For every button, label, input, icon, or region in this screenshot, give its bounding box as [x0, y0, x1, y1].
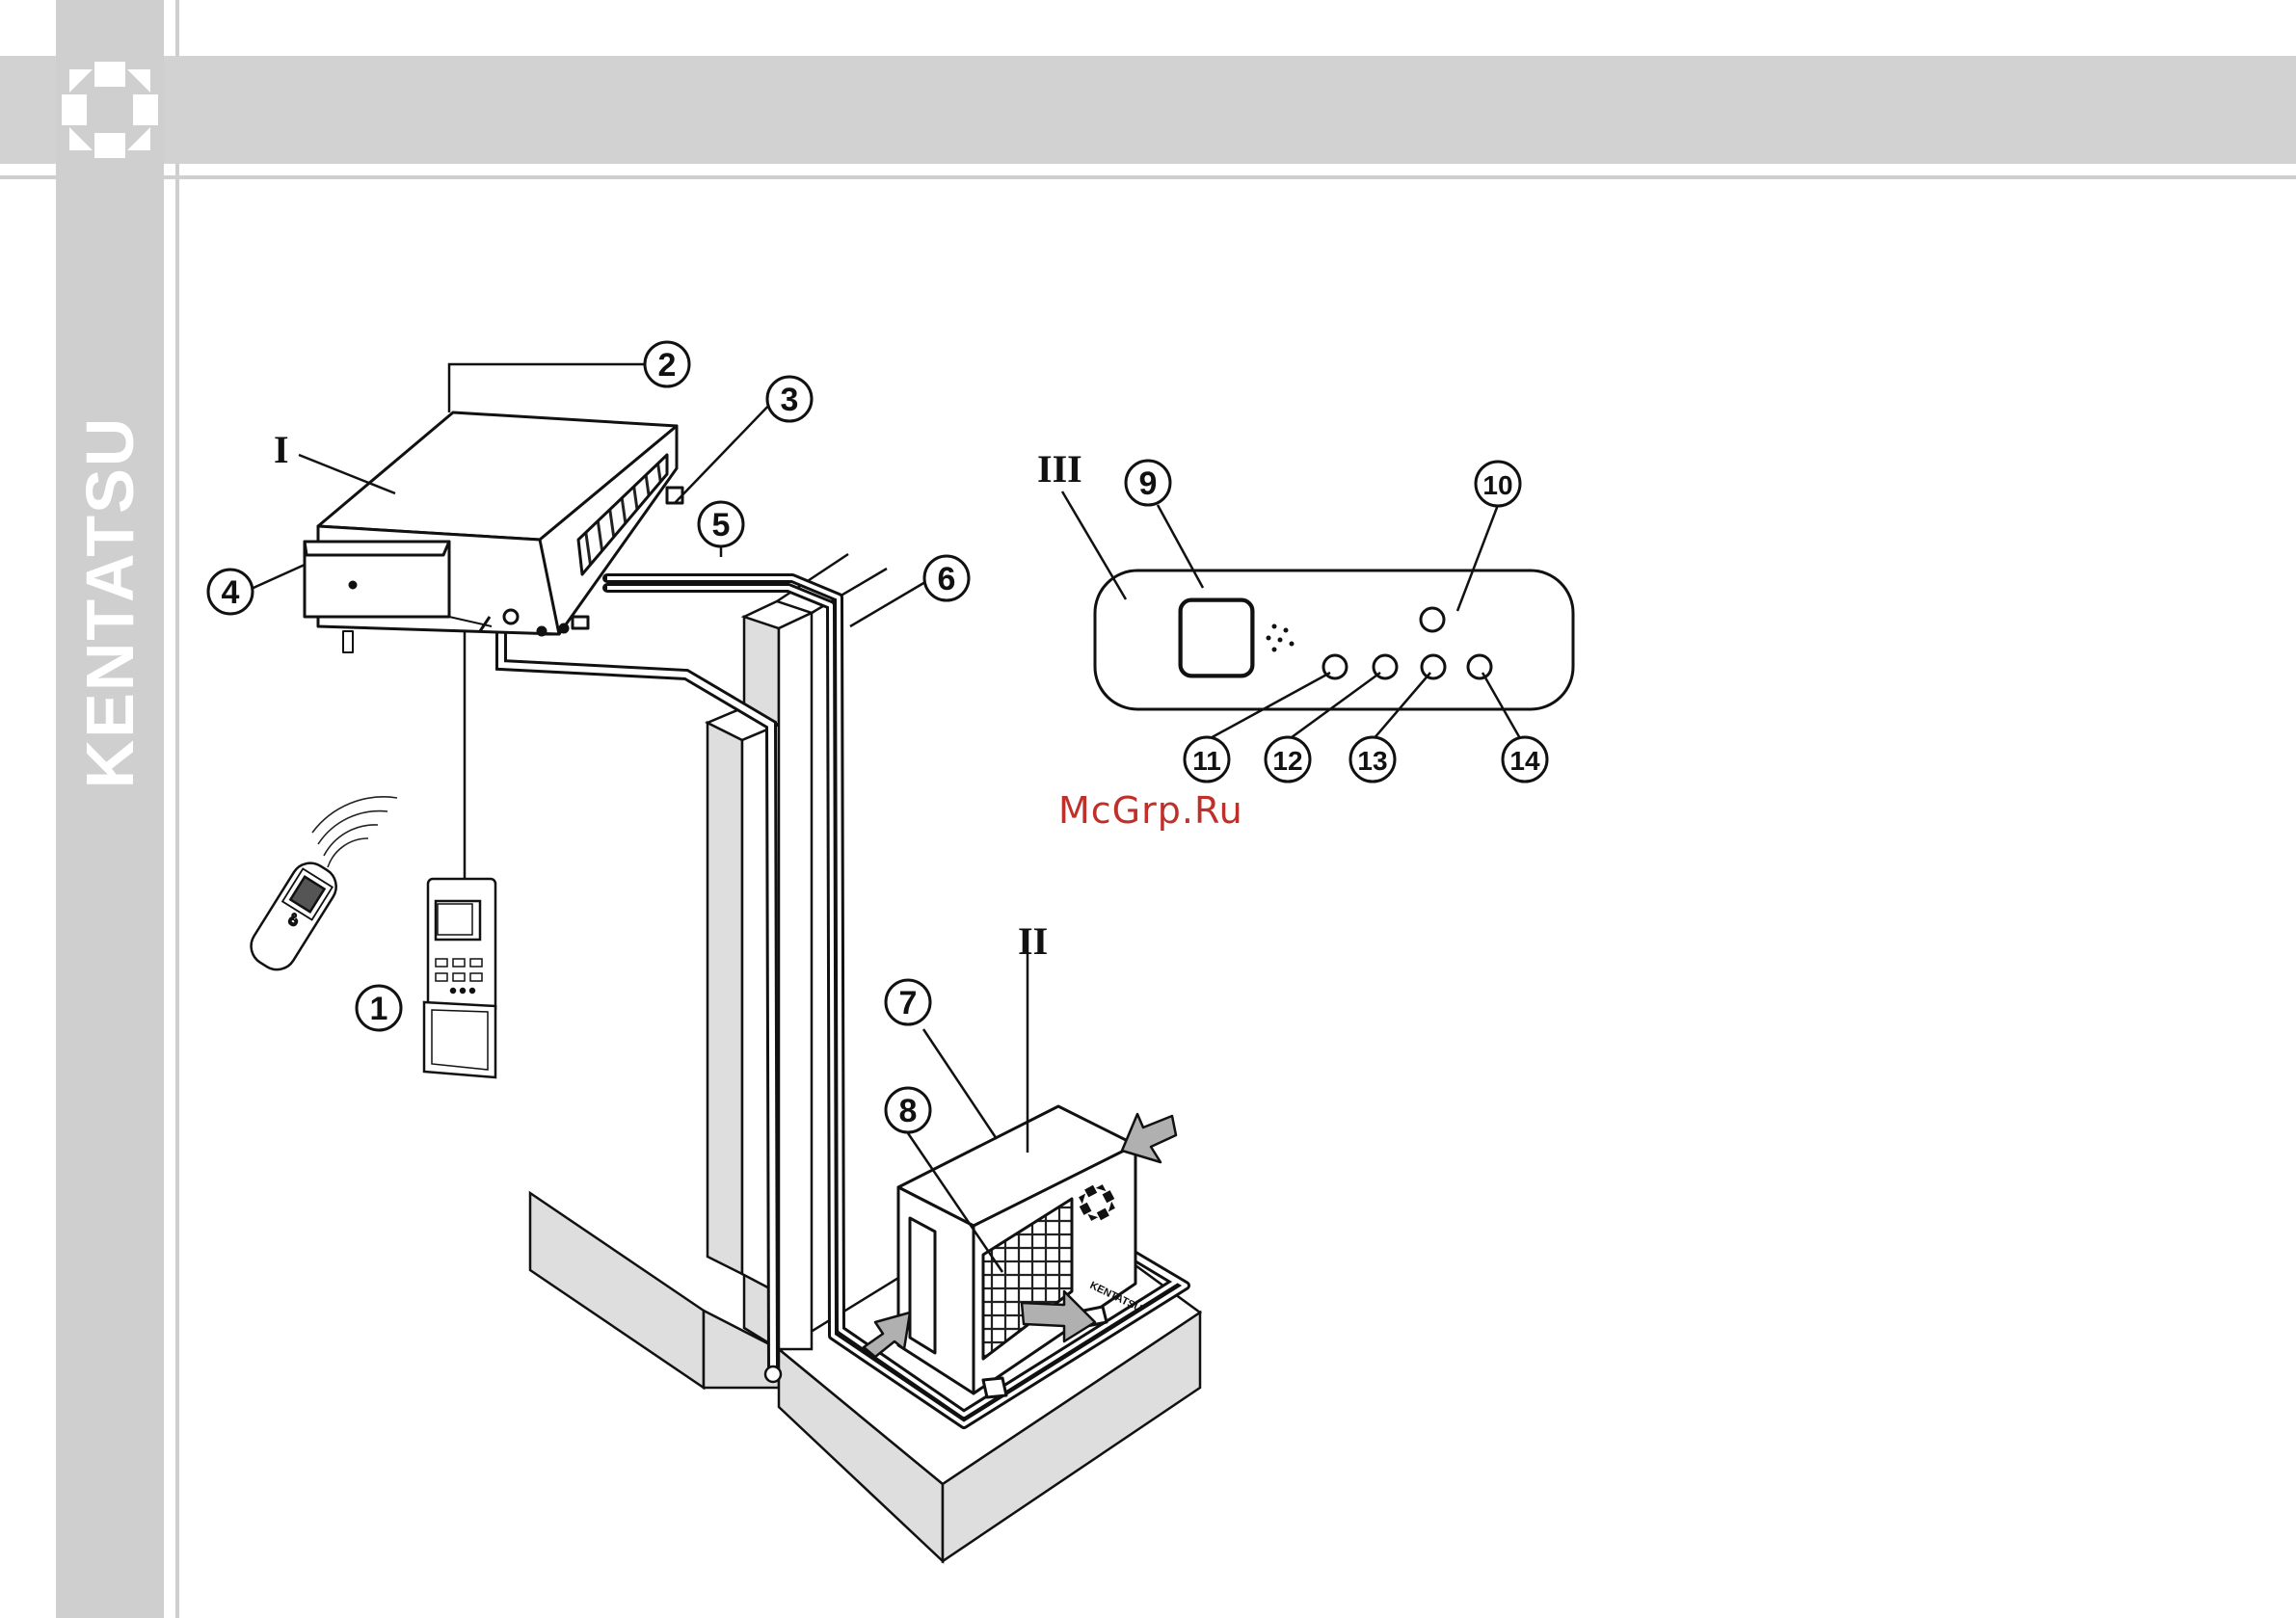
panel-body: [1095, 570, 1573, 709]
callout-14: 14: [1509, 746, 1540, 776]
callout-13: 13: [1357, 746, 1387, 776]
callout-3: 3: [781, 382, 799, 418]
indoor-unit: [305, 412, 682, 652]
panel-indicator-10: [1421, 608, 1444, 631]
callout-7: 7: [899, 985, 918, 1021]
callout-5: 5: [712, 507, 731, 544]
callout-12: 12: [1272, 746, 1302, 776]
callout-11: 11: [1192, 746, 1221, 776]
callout-8: 8: [899, 1093, 918, 1129]
label-panel: III: [1037, 447, 1082, 491]
watermark: McGrp.Ru: [1058, 789, 1243, 832]
label-outdoor-unit: II: [1018, 919, 1048, 963]
building-wall: [530, 554, 1200, 1561]
remote-control-icon: C°: [244, 856, 343, 977]
wired-controller-icon: [424, 879, 495, 1077]
signal-waves: [312, 797, 397, 867]
callout-6: 6: [938, 561, 956, 597]
label-indoor-unit: I: [274, 428, 289, 471]
callout-9: 9: [1139, 465, 1158, 502]
panel-indicator-13: [1422, 655, 1445, 678]
callout-4: 4: [222, 574, 240, 611]
callout-2: 2: [658, 347, 677, 384]
callout-1: 1: [370, 991, 388, 1027]
receiver-window: [1180, 599, 1253, 676]
panel-indicator-14: [1468, 655, 1491, 678]
control-panel: [1095, 570, 1573, 709]
callout-10: 10: [1482, 470, 1512, 500]
